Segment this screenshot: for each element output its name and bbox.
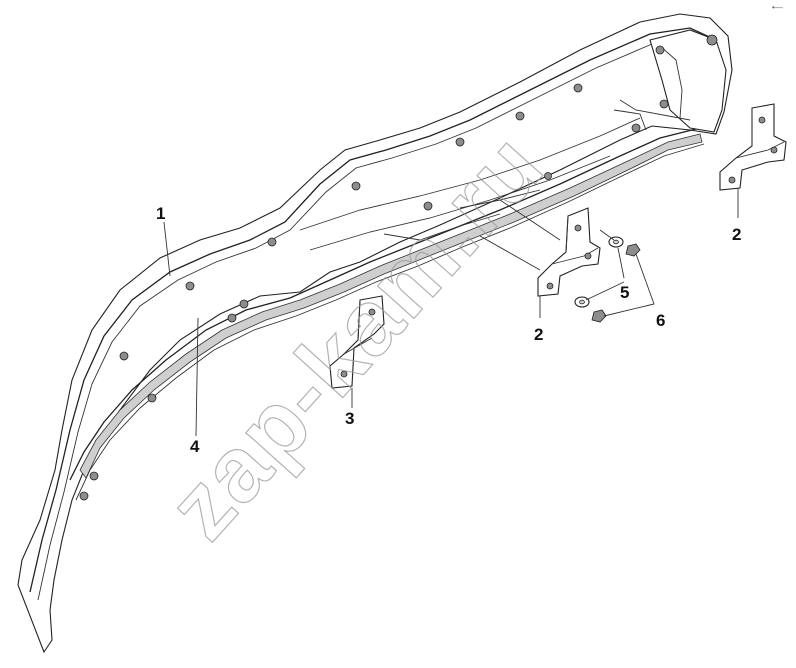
bracket-2-right <box>719 103 787 191</box>
callout-2-right: 2 <box>732 225 741 244</box>
mounting-studs <box>79 34 718 501</box>
bumper-top-rim <box>29 27 717 593</box>
bumper-top-rim-inner <box>37 37 713 601</box>
nuts <box>591 243 641 323</box>
corner-mark: •— <box>772 3 783 12</box>
bumper-lower-lip-2 <box>75 143 705 501</box>
callout-2-middle: 2 <box>534 325 543 344</box>
callout-labels: 1 2 2 3 4 5 6 <box>156 204 741 456</box>
interior-ribs <box>299 99 691 251</box>
bracket-2-middle <box>537 207 601 297</box>
leader-lines <box>163 188 739 437</box>
callout-4: 4 <box>190 437 200 456</box>
bumper-lower-lip <box>69 127 701 481</box>
callout-1: 1 <box>156 204 165 223</box>
bracket-3 <box>329 295 385 389</box>
callout-6: 6 <box>656 311 665 330</box>
bumper-outer-shell <box>17 13 733 654</box>
bumper-right-end-detail <box>659 45 683 119</box>
reinforcement-channel <box>79 133 703 479</box>
callout-5: 5 <box>620 283 629 302</box>
bumper-assembly <box>17 13 733 654</box>
washers <box>574 236 624 308</box>
callout-3: 3 <box>345 409 354 428</box>
bumper-right-end <box>649 29 727 133</box>
